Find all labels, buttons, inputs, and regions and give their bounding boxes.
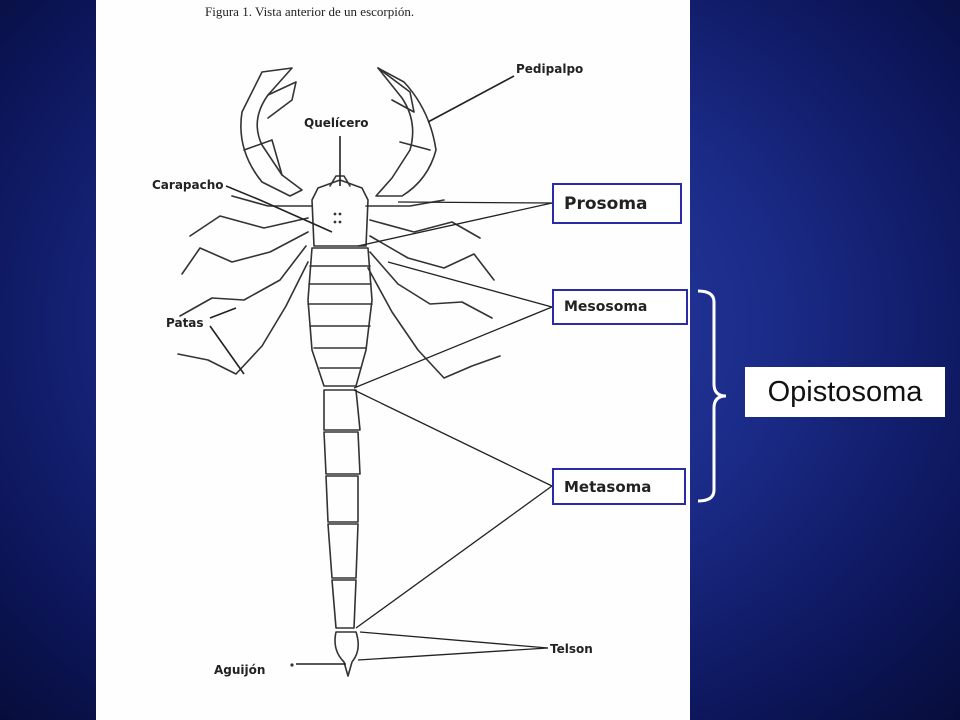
metasoma-box: Metasoma bbox=[552, 468, 686, 505]
label-pedipalpo: Pedipalpo bbox=[516, 62, 584, 76]
pedipalp-left bbox=[240, 67, 303, 197]
label-quelicero: Quelícero bbox=[304, 116, 369, 130]
label-carapacho: Carapacho bbox=[152, 178, 224, 192]
figure-caption: Figura 1. Vista anterior de un escorpión… bbox=[205, 4, 415, 19]
label-telson: Telson bbox=[550, 642, 593, 656]
mesosoma-box: Mesosoma bbox=[552, 289, 688, 325]
carapace bbox=[311, 179, 369, 247]
mesosoma-body bbox=[307, 247, 373, 387]
opistosoma-box: Opistosoma bbox=[745, 367, 945, 417]
pedipalp-right bbox=[375, 67, 437, 197]
legs-right bbox=[365, 199, 501, 379]
legs-left bbox=[177, 195, 313, 375]
prosoma-box: Prosoma bbox=[552, 183, 682, 224]
telson-bulb bbox=[334, 631, 360, 677]
diagram-paper bbox=[96, 0, 690, 720]
label-aguijon: Aguijón bbox=[214, 663, 266, 677]
label-patas: Patas bbox=[166, 316, 204, 330]
opistosoma-bracket bbox=[697, 289, 727, 503]
metasoma-tail bbox=[323, 389, 361, 431]
